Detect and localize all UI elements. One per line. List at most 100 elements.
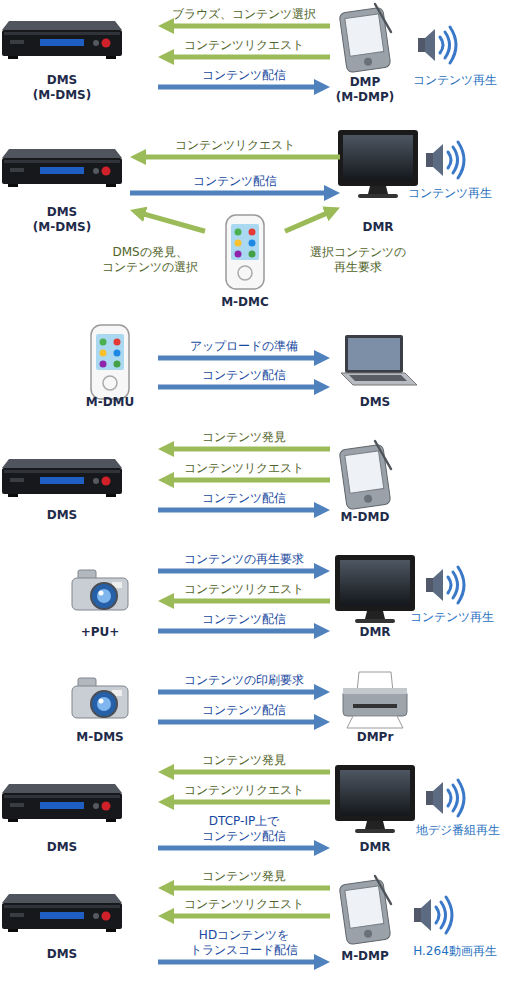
device-label: M-DMS xyxy=(42,730,158,745)
device-node: DMS (M-DMS) xyxy=(2,135,130,235)
flow-arrow xyxy=(158,508,317,513)
device-label: DMS (M-DMS) xyxy=(2,73,122,103)
arrow-label: コンテンツの印刷要求 xyxy=(184,673,304,688)
device-node: DMS (M-DMS) xyxy=(2,5,158,103)
device-label: M-DMD xyxy=(330,510,400,525)
text-line: 再生要求 xyxy=(310,260,406,275)
arrow-label: DTCP-IP上で コンテンツ配信 xyxy=(202,814,286,844)
device-label: DMR xyxy=(330,840,420,855)
flow-arrow xyxy=(158,356,317,361)
device-icon xyxy=(339,4,391,73)
text-line: HDコンテンツを xyxy=(190,928,298,943)
flow-arrow xyxy=(171,447,330,452)
device-icon xyxy=(226,215,264,289)
arrow-label: コンテンツリクエスト xyxy=(184,582,304,597)
flow-arrow xyxy=(171,24,330,29)
arrow-label: コンテンツの再生要求 xyxy=(184,552,304,567)
flow-arrow xyxy=(158,385,317,390)
device-label: M-DMP xyxy=(330,949,400,964)
playback-note: コンテンツ再生 xyxy=(408,186,492,201)
device-icon xyxy=(335,555,415,623)
device-icon xyxy=(335,765,415,833)
text-line: DMP xyxy=(330,75,400,90)
arrow-label: ブラウズ、コンテンツ選択 xyxy=(172,7,316,22)
flow-arrow xyxy=(171,770,330,775)
text-line: DMSの発見、 xyxy=(102,245,198,260)
text-line: DMS xyxy=(2,205,122,220)
flow-arrow xyxy=(171,886,330,891)
flow-arrow xyxy=(171,800,330,805)
flow-arrow xyxy=(158,569,317,574)
device-label: DMS (M-DMS) xyxy=(2,205,122,235)
device-icon xyxy=(339,876,391,945)
flow-arrow xyxy=(158,720,317,725)
device-label: DMR xyxy=(330,625,420,640)
speaker-icon xyxy=(426,780,464,816)
arrow-label: コンテンツ配信 xyxy=(202,368,286,383)
arrow-label: DMSの発見、 コンテンツの選択 xyxy=(102,245,198,275)
device-icon xyxy=(72,678,128,718)
arrow-label: コンテンツ配信 xyxy=(202,703,286,718)
text-line: コンテンツ配信 xyxy=(202,829,286,844)
device-node: DMS xyxy=(2,875,158,962)
device-label: DMS xyxy=(2,508,122,523)
device-icon xyxy=(2,149,122,187)
text-line: DTCP-IP上で xyxy=(202,814,286,829)
flow-arrow xyxy=(158,85,317,90)
playback-note: コンテンツ再生 xyxy=(413,73,497,88)
speaker-icon xyxy=(426,567,464,603)
device-node: DMS xyxy=(2,765,158,855)
flow-arrow xyxy=(171,914,330,919)
device-icon xyxy=(2,21,122,59)
device-node: DMS xyxy=(330,325,420,410)
arrow-label: コンテンツ配信 xyxy=(202,612,286,627)
device-node: M-DMP xyxy=(330,873,400,964)
device-node: DMR xyxy=(330,548,420,640)
flow-arrow xyxy=(171,55,330,60)
device-node: M-DMS xyxy=(42,662,158,745)
flow-arrow xyxy=(143,214,205,232)
device-node: +PU+ xyxy=(42,550,158,640)
arrow-label: コンテンツ発見 xyxy=(202,753,286,768)
flow-arrow xyxy=(158,960,317,965)
device-node: DMP (M-DMP) xyxy=(330,5,400,105)
arrow-label: コンテンツ発見 xyxy=(202,430,286,445)
arrow-label: コンテンツリクエスト xyxy=(184,783,304,798)
flow-arrow xyxy=(158,846,317,851)
device-label: DMS xyxy=(2,947,122,962)
device-label: M-DMU xyxy=(62,395,158,410)
device-icon xyxy=(2,894,122,932)
arrow-label: コンテンツ配信 xyxy=(202,68,286,83)
arrow-label: コンテンツ配信 xyxy=(193,174,277,189)
device-label: DMS xyxy=(2,840,122,855)
device-icon xyxy=(2,784,122,822)
text-line: DMS xyxy=(2,73,122,88)
playback-note: コンテンツ再生 xyxy=(410,610,494,625)
text-line: (M-DMS) xyxy=(2,88,122,103)
device-node: DMS xyxy=(2,440,158,523)
device-label: DMS xyxy=(330,395,420,410)
device-label: +PU+ xyxy=(42,625,158,640)
arrow-label: コンテンツ発見 xyxy=(202,869,286,884)
device-node: DMPr xyxy=(330,662,420,745)
device-icon xyxy=(338,130,418,198)
text-line: (M-DMS) xyxy=(2,220,122,235)
device-node: M-DMC xyxy=(205,205,285,310)
device-icon xyxy=(343,672,407,728)
device-icon xyxy=(339,441,391,510)
arrow-label: アップロードの準備 xyxy=(190,339,298,354)
arrow-label: コンテンツリクエスト xyxy=(184,461,304,476)
device-node: M-DMU xyxy=(62,325,158,410)
device-node: DMR xyxy=(330,758,420,855)
device-icon xyxy=(91,325,129,399)
arrow-label: コンテンツ配信 xyxy=(202,491,286,506)
speaker-icon xyxy=(418,27,456,63)
flow-arrow xyxy=(171,599,330,604)
playback-note: 地デジ番組再生 xyxy=(416,823,500,838)
speaker-icon xyxy=(426,142,464,178)
arrow-label: 選択コンテンツの 再生要求 xyxy=(310,245,406,275)
arrow-label: コンテンツリクエスト xyxy=(184,897,304,912)
flow-arrow xyxy=(285,213,328,232)
device-node: M-DMD xyxy=(330,438,400,525)
